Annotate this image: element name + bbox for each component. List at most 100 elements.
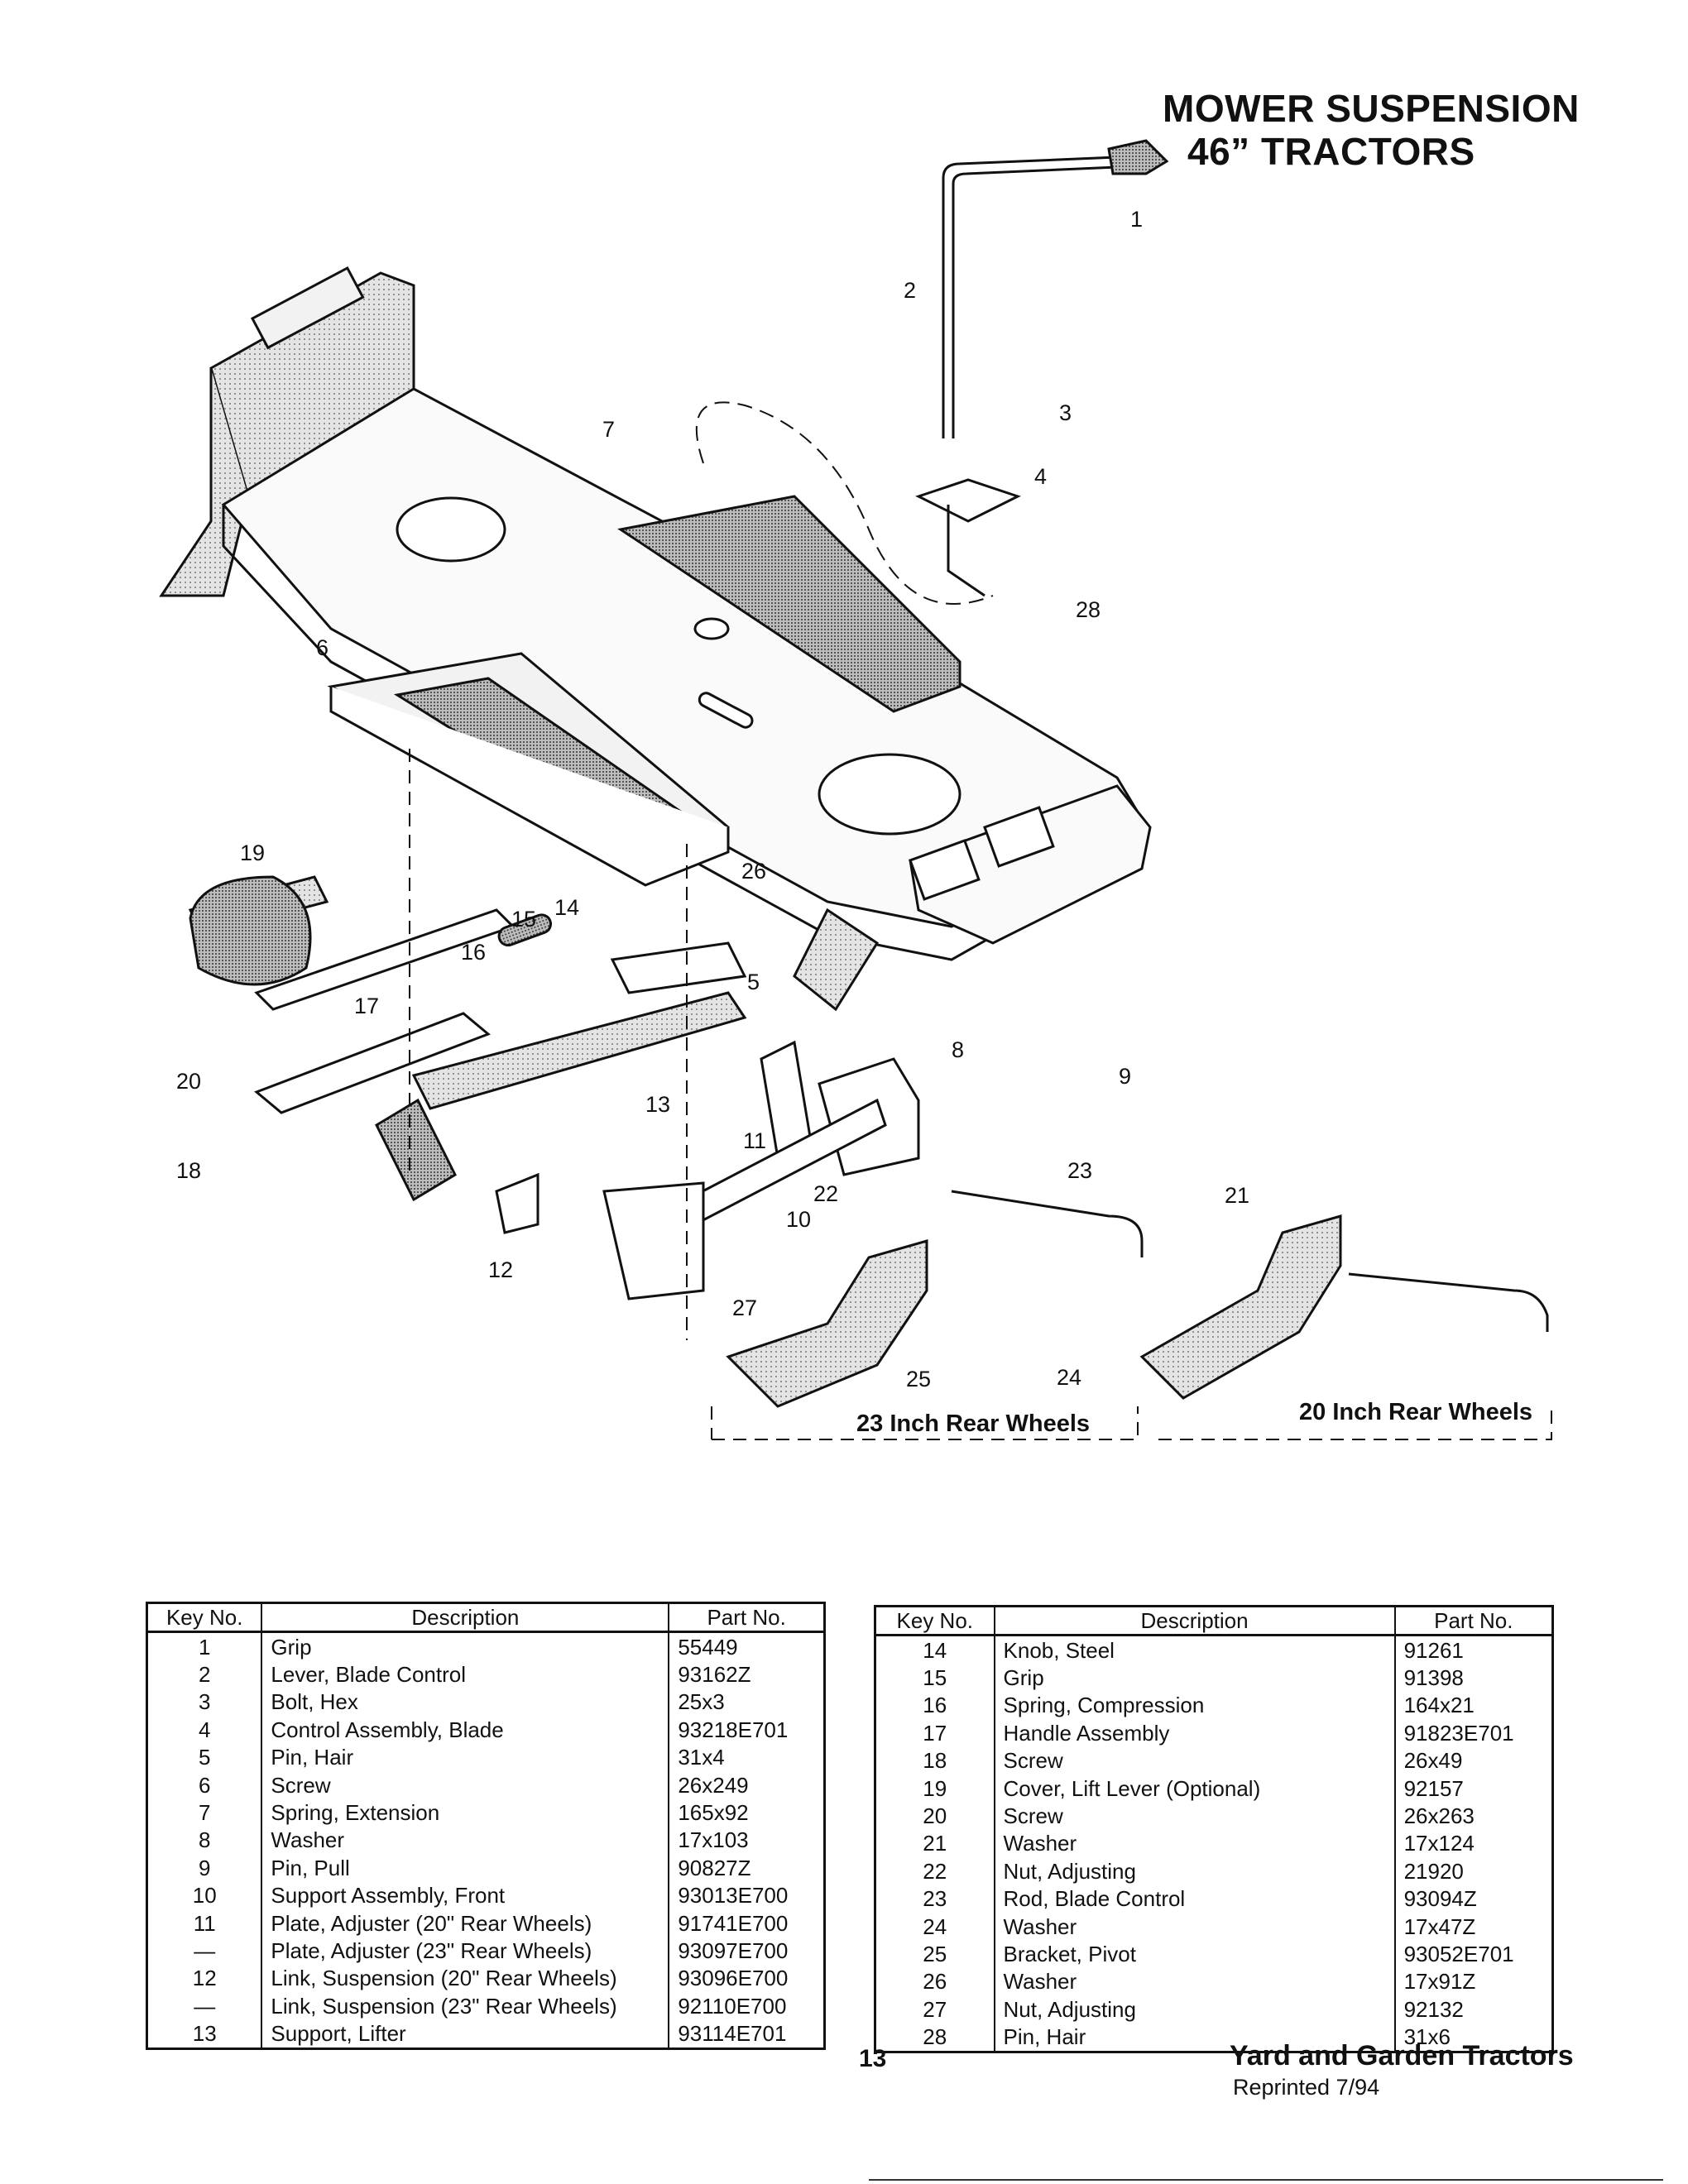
callout-13: 13 xyxy=(645,1092,670,1117)
part-no: 91823E701 xyxy=(1393,1719,1554,1747)
callout-19: 19 xyxy=(240,841,265,865)
header-key-no: Key No. xyxy=(874,1605,995,1636)
table-header-row: Key No. Description Part No. xyxy=(146,1602,826,1633)
description: Pin, Pull xyxy=(261,1854,670,1882)
key-no: 12 xyxy=(146,1964,263,1993)
callout-4: 4 xyxy=(1034,464,1047,489)
callout-21: 21 xyxy=(1225,1183,1249,1208)
key-no: 15 xyxy=(874,1664,995,1692)
part-no: 92110E700 xyxy=(668,1992,826,2020)
page-number: 13 xyxy=(859,2045,887,2072)
key-no: 19 xyxy=(874,1774,995,1803)
part-no: 17x103 xyxy=(668,1826,826,1855)
description: Handle Assembly xyxy=(993,1719,1396,1747)
callout-6: 6 xyxy=(316,635,328,660)
callout-17: 17 xyxy=(354,994,379,1018)
callout-11: 11 xyxy=(743,1128,766,1153)
part-no: 26x49 xyxy=(1393,1746,1554,1774)
callout-2: 2 xyxy=(904,278,916,303)
callout-12: 12 xyxy=(488,1257,513,1282)
description: Nut, Adjusting xyxy=(993,1857,1396,1885)
key-no: 26 xyxy=(874,1967,995,1996)
callout-15: 15 xyxy=(511,907,536,932)
key-no: 18 xyxy=(874,1746,995,1774)
description: Washer xyxy=(993,1967,1396,1996)
part-no: 92132 xyxy=(1393,1995,1554,2024)
table-row: —Link, Suspension (23" Rear Wheels)92110… xyxy=(146,1992,826,2020)
key-no: 9 xyxy=(146,1854,263,1882)
header-part-no: Part No. xyxy=(668,1602,826,1633)
key-no: 13 xyxy=(146,2019,263,2049)
title-line-2: 46” TRACTORS xyxy=(1187,130,1475,173)
part-no: 17x47Z xyxy=(1393,1912,1554,1941)
lift-cable xyxy=(695,401,994,605)
key-no: 2 xyxy=(146,1660,263,1688)
part-no: 25x3 xyxy=(668,1688,826,1717)
callout-16: 16 xyxy=(461,940,486,965)
part-no: 92157 xyxy=(1393,1774,1554,1803)
description: Grip xyxy=(993,1664,1396,1692)
key-no: 17 xyxy=(874,1719,995,1747)
key-no: 4 xyxy=(146,1716,263,1744)
description: Pin, Hair xyxy=(993,2023,1396,2052)
callout-27: 27 xyxy=(732,1296,757,1320)
description: Link, Suspension (20" Rear Wheels) xyxy=(261,1964,670,1993)
callout-14: 14 xyxy=(554,895,579,920)
lift-lever-cover xyxy=(189,875,312,986)
label-23-inch-rear-wheels: 23 Inch Rear Wheels xyxy=(856,1410,1090,1437)
part-no: 93114E701 xyxy=(668,2019,826,2049)
page-title: MOWER SUSPENSION 46” TRACTORS xyxy=(1163,87,1580,173)
callout-26: 26 xyxy=(741,859,766,884)
callout-23: 23 xyxy=(1067,1158,1092,1183)
header-description: Description xyxy=(261,1602,670,1633)
key-no: — xyxy=(146,1992,263,2020)
reprint-date: Reprinted 7/94 xyxy=(1233,2075,1380,2100)
key-no: 8 xyxy=(146,1826,263,1855)
callout-22: 22 xyxy=(813,1181,838,1206)
description: Grip xyxy=(261,1631,670,1661)
pivot-brackets xyxy=(726,1190,1549,1408)
description: Washer xyxy=(261,1826,670,1855)
description: Washer xyxy=(993,1912,1396,1941)
part-no: 91741E700 xyxy=(668,1909,826,1937)
callout-7: 7 xyxy=(602,417,615,442)
part-no: 93218E701 xyxy=(668,1716,826,1744)
callout-20: 20 xyxy=(176,1069,201,1094)
part-no: 93094Z xyxy=(1393,1885,1554,1913)
part-no: 93162Z xyxy=(668,1660,826,1688)
header-part-no: Part No. xyxy=(1393,1605,1554,1636)
lift-handle-assembly xyxy=(188,875,920,1300)
blade-control-lever xyxy=(915,139,1169,597)
part-no: 91261 xyxy=(1393,1635,1554,1664)
description: Support, Lifter xyxy=(261,2019,670,2049)
key-no: 16 xyxy=(874,1691,995,1720)
exploded-parts-diagram: 1 2 3 4 5 6 7 8 9 10 11 12 13 14 15 16 1… xyxy=(159,139,1552,1440)
description: Knob, Steel xyxy=(993,1635,1396,1664)
table-header-row: Key No. Description Part No. xyxy=(874,1605,1554,1636)
part-no: 90827Z xyxy=(668,1854,826,1882)
key-no: 27 xyxy=(874,1995,995,2024)
callout-5: 5 xyxy=(747,970,760,994)
key-no: 7 xyxy=(146,1798,263,1827)
part-no: 26x249 xyxy=(668,1770,826,1799)
part-no: 17x91Z xyxy=(1393,1967,1554,1996)
description: Screw xyxy=(261,1770,670,1799)
part-no: 91398 xyxy=(1393,1664,1554,1692)
